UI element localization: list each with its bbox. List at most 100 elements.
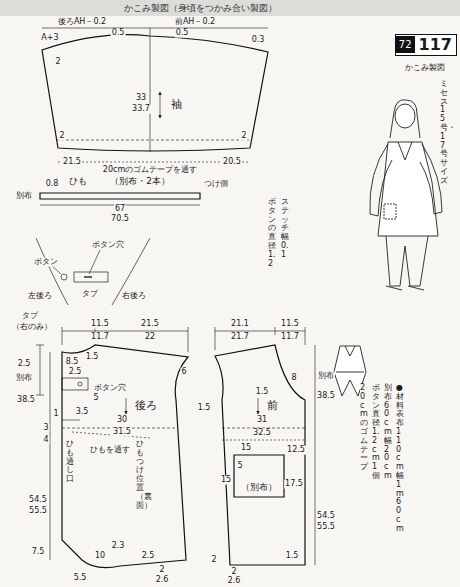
dimension-label: 55.5	[316, 523, 336, 532]
dimension-label: 31.5	[112, 428, 132, 437]
dimension-label: 0.5	[175, 29, 190, 38]
vertical-note: ボタン直径1.2cm1個	[372, 384, 380, 481]
dimension-label: 33	[135, 94, 147, 103]
dimension-label: 2	[210, 556, 217, 565]
dimension-label: 7.5	[31, 548, 46, 557]
dimension-label: タブ	[21, 312, 39, 321]
dimension-label: 55.5	[28, 507, 48, 516]
dimension-label: 12.5	[286, 446, 306, 455]
sleeve-piece: 袖	[36, 24, 274, 158]
piece-name: ひも	[69, 177, 87, 187]
dimension-label: タブ	[81, 290, 99, 299]
piece-outline	[36, 24, 274, 158]
dimension-label: 38.5	[16, 396, 36, 405]
vertical-note: ひもつけ位置（裏面）	[136, 440, 144, 510]
dimension-label: 6	[180, 368, 187, 377]
dimension-label: 2.6	[227, 577, 242, 586]
dimension-label: 11.7	[280, 333, 300, 342]
dimension-label: 38.5	[316, 392, 336, 401]
dimension-label: 54.5	[316, 512, 336, 521]
dimension-label: 11.5	[90, 320, 110, 329]
dimension-label: 8	[290, 374, 297, 383]
dimension-label: 5	[92, 394, 99, 403]
dimension-label: 31	[256, 416, 268, 425]
dimension-label: 3.5	[75, 408, 90, 417]
dimension-label: 32.5	[252, 429, 272, 438]
dimension-label: 54.5	[28, 496, 48, 505]
vertical-note: 20cmのゴムテープ	[360, 384, 368, 472]
dimension-label: 21.5	[140, 320, 160, 329]
dimension-label: 33.7	[131, 105, 151, 114]
vertical-note: ひも通し口	[66, 440, 74, 484]
dimension-label: 0.5	[111, 29, 126, 38]
piece-name: 袖	[171, 99, 182, 111]
dimension-label: 2.5	[141, 552, 156, 561]
dimension-label: A+3	[40, 34, 59, 43]
dimension-label: 67	[114, 205, 126, 214]
dimension-label: 2	[230, 568, 237, 577]
dimension-label: 5.5	[73, 574, 88, 583]
dimension-label: 15	[240, 444, 252, 453]
dimension-label: ボタン穴	[91, 241, 125, 250]
dimension-label: 22	[144, 333, 156, 342]
tie-piece: ひも （別布・2本）	[36, 172, 204, 202]
vertical-note: 別布60cm幅20cm	[384, 384, 392, 481]
dimension-label: 2.5	[17, 360, 32, 369]
header-band	[0, 0, 460, 16]
model-illustration	[334, 100, 442, 396]
dimension-label: 1.5	[85, 353, 100, 362]
dimension-label: 1.5	[255, 388, 270, 397]
dimension-label: 後ろAH－0.2	[57, 18, 107, 27]
page-number: 117	[415, 35, 456, 55]
vertical-note: ボタンの直径1.2	[268, 198, 276, 268]
dimension-label: 0.3	[251, 36, 266, 45]
dimension-label: 0.8	[45, 180, 60, 189]
piece-name: 前	[267, 400, 278, 412]
dimension-label: 2	[158, 566, 165, 575]
dimension-label: 10	[94, 552, 106, 561]
dimension-label: 11.7	[90, 333, 110, 342]
dimension-label: 21.1	[230, 320, 250, 329]
dimension-label: 4	[42, 436, 49, 445]
dimension-label: 1	[52, 410, 59, 419]
dimension-label: 2.3	[111, 542, 126, 551]
dimension-label: 2.6	[155, 576, 170, 585]
dimension-label: 15	[220, 476, 232, 485]
piece-name: （別布）	[241, 483, 277, 493]
dimension-label: 8.5	[65, 358, 80, 367]
dimension-label: （右のみ）	[11, 323, 53, 332]
dimension-label: 別布	[15, 374, 33, 383]
piece-outline	[58, 342, 192, 574]
dimension-label: 2	[58, 132, 65, 141]
dimension-label: 2	[240, 132, 247, 141]
vertical-note: ●材料 表布110cm幅1m60cm	[396, 384, 404, 534]
dimension-label: ボタン	[33, 258, 59, 267]
dimension-label: 5	[236, 462, 243, 471]
dimension-label: 21.7	[230, 333, 250, 342]
dimension-label: 30	[116, 416, 128, 425]
dimension-label: 20cmのゴムテープを通す	[102, 166, 198, 175]
dimension-label: 3	[42, 424, 49, 433]
vertical-note: ミセス15号・17号サイズ	[440, 80, 448, 186]
dimension-label: ひもを通す	[89, 446, 131, 455]
back-piece: 後ろ	[58, 342, 192, 574]
vertical-note: ステッチ幅0.1	[281, 198, 289, 260]
dimension-label: 21.5	[62, 158, 82, 167]
dimension-label: 2.5	[68, 368, 83, 377]
dimension-label: 20.5	[222, 158, 242, 167]
page-number-box: 72117	[395, 34, 457, 56]
piece-name: 後ろ	[135, 400, 157, 412]
dimension-label: 11.5	[280, 320, 300, 329]
page-title: かこみ製図（身頃をつかみ合い製図）	[121, 2, 280, 15]
dimension-label: 左後ろ	[27, 292, 53, 301]
dimension-label: 70.5	[110, 215, 130, 224]
dimension-label: 別布	[15, 192, 33, 201]
dimension-lines	[36, 28, 315, 565]
piece-name: （別布・2本）	[110, 177, 170, 187]
dimension-label: つけ側	[203, 180, 229, 189]
dimension-label: 右後ろ	[121, 292, 147, 301]
dimension-label: 2	[54, 58, 61, 67]
dimension-label: かこみ製図	[404, 64, 446, 73]
dimension-label: 別布	[317, 372, 335, 381]
